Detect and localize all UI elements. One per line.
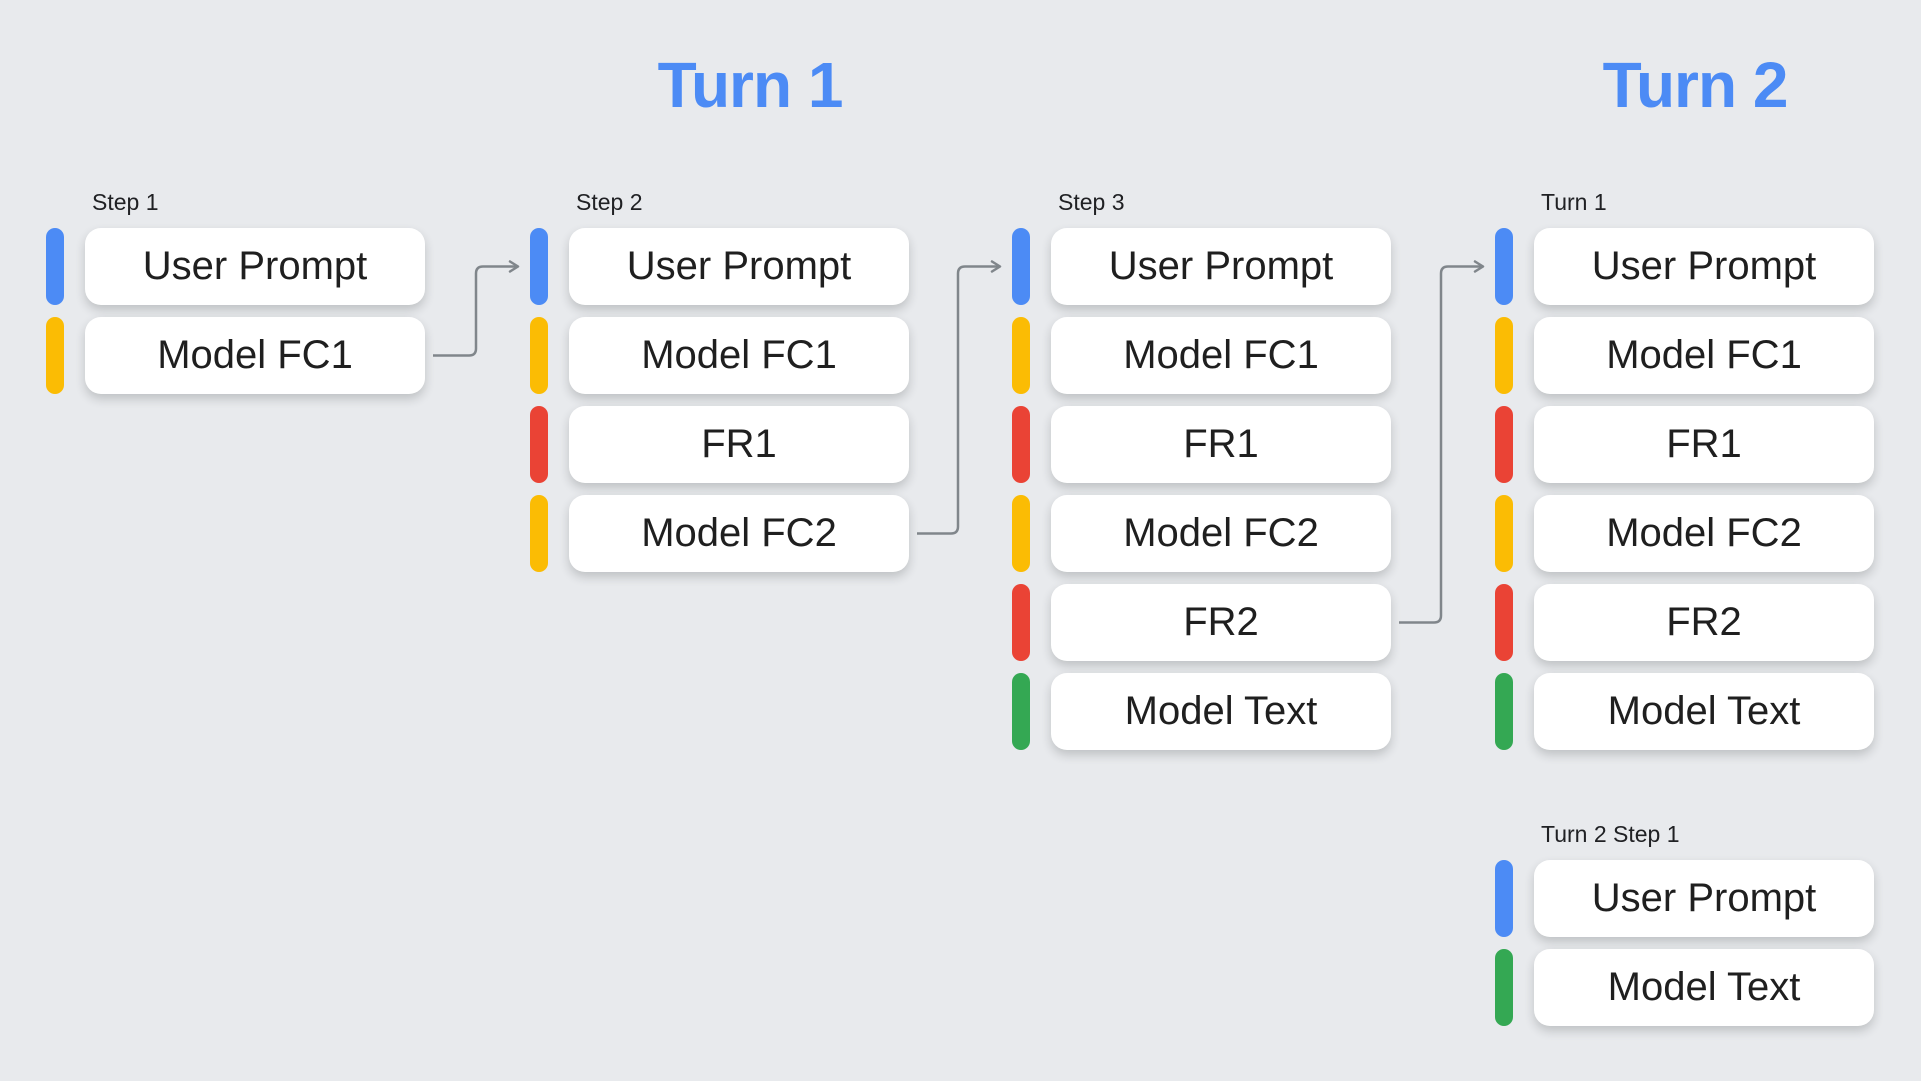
message-row-fr1: FR1 (530, 406, 909, 483)
message-row-model-text: Model Text (1495, 949, 1874, 1026)
model-text-color-bar (1012, 673, 1030, 750)
message-row-user-prompt: User Prompt (46, 228, 425, 305)
box-model-fc1: Model FC1 (1534, 317, 1874, 394)
model-text-color-bar (1495, 673, 1513, 750)
message-row-model-fc2: Model FC2 (1495, 495, 1874, 572)
message-row-user-prompt: User Prompt (1495, 860, 1874, 937)
model-function-call-color-bar (1012, 495, 1030, 572)
user-prompt-color-bar (1012, 228, 1030, 305)
function-response-color-bar (1012, 584, 1030, 661)
user-prompt-color-bar (530, 228, 548, 305)
step-connector-arrow-3 (1399, 260, 1485, 624)
message-row-model-fc2: Model FC2 (530, 495, 909, 572)
box-fr1: FR1 (1534, 406, 1874, 483)
message-row-model-fc1: Model FC1 (1012, 317, 1391, 394)
model-function-call-color-bar (530, 495, 548, 572)
message-row-fr1: FR1 (1495, 406, 1874, 483)
message-row-fr1: FR1 (1012, 406, 1391, 483)
user-prompt-color-bar (1495, 228, 1513, 305)
box-user-prompt: User Prompt (85, 228, 425, 305)
step-connector-arrow-2 (917, 260, 1002, 535)
column-label-turn-1: Turn 1 (1541, 189, 1607, 215)
box-user-prompt: User Prompt (1534, 860, 1874, 937)
box-model-fc2: Model FC2 (1051, 495, 1391, 572)
function-response-color-bar (1495, 406, 1513, 483)
box-fr1: FR1 (569, 406, 909, 483)
user-prompt-color-bar (46, 228, 64, 305)
box-model-fc1: Model FC1 (569, 317, 909, 394)
box-model-fc2: Model FC2 (569, 495, 909, 572)
box-model-text: Model Text (1534, 949, 1874, 1026)
box-model-text: Model Text (1051, 673, 1391, 750)
model-function-call-color-bar (530, 317, 548, 394)
message-row-model-fc1: Model FC1 (46, 317, 425, 394)
model-text-color-bar (1495, 949, 1513, 1026)
box-model-text: Model Text (1534, 673, 1874, 750)
message-row-fr2: FR2 (1012, 584, 1391, 661)
box-fr1: FR1 (1051, 406, 1391, 483)
box-user-prompt: User Prompt (1534, 228, 1874, 305)
column-label-turn-2-step-1: Turn 2 Step 1 (1541, 821, 1680, 847)
column-label-step-3: Step 3 (1058, 189, 1125, 215)
message-row-model-text: Model Text (1012, 673, 1391, 750)
model-function-call-color-bar (46, 317, 64, 394)
box-user-prompt: User Prompt (569, 228, 909, 305)
turn-2-heading: Turn 2 (1602, 49, 1789, 121)
box-fr2: FR2 (1534, 584, 1874, 661)
model-function-call-color-bar (1495, 317, 1513, 394)
function-response-color-bar (530, 406, 548, 483)
box-model-fc1: Model FC1 (1051, 317, 1391, 394)
step-connector-arrow-1 (433, 260, 520, 357)
model-function-call-color-bar (1012, 317, 1030, 394)
message-row-model-fc1: Model FC1 (530, 317, 909, 394)
user-prompt-color-bar (1495, 860, 1513, 937)
box-fr2: FR2 (1051, 584, 1391, 661)
message-row-model-fc2: Model FC2 (1012, 495, 1391, 572)
box-user-prompt: User Prompt (1051, 228, 1391, 305)
function-response-color-bar (1495, 584, 1513, 661)
column-label-step-1: Step 1 (92, 189, 159, 215)
message-row-model-text: Model Text (1495, 673, 1874, 750)
message-row-model-fc1: Model FC1 (1495, 317, 1874, 394)
turn-1-heading: Turn 1 (657, 49, 844, 121)
box-model-fc1: Model FC1 (85, 317, 425, 394)
message-row-user-prompt: User Prompt (530, 228, 909, 305)
model-function-call-color-bar (1495, 495, 1513, 572)
message-row-user-prompt: User Prompt (1495, 228, 1874, 305)
message-row-fr2: FR2 (1495, 584, 1874, 661)
column-label-step-2: Step 2 (576, 189, 643, 215)
message-row-user-prompt: User Prompt (1012, 228, 1391, 305)
function-response-color-bar (1012, 406, 1030, 483)
box-model-fc2: Model FC2 (1534, 495, 1874, 572)
